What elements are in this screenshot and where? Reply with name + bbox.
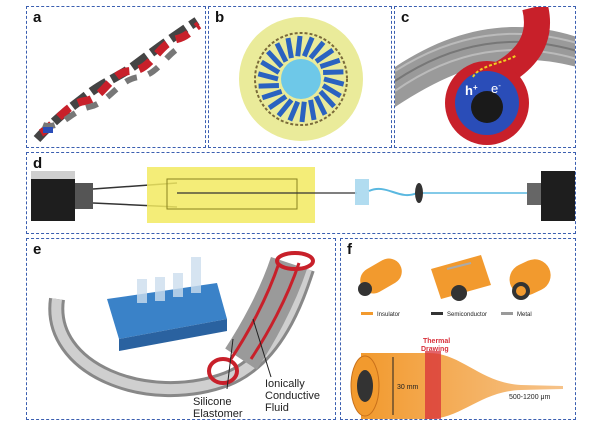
radial-segment — [285, 37, 294, 59]
radial-segment — [276, 98, 294, 118]
silicone-label-line1: Silicone — [193, 396, 232, 408]
radial-segment — [322, 69, 344, 76]
panel-label-d: d — [33, 155, 43, 172]
silicone-label-line2: Elastomer — [193, 408, 243, 420]
panel-e: e Silicone Elastomer Ionically Conductiv… — [26, 238, 336, 420]
radial-segment — [314, 48, 335, 64]
panel-label-f: f — [347, 241, 352, 258]
preform-taper — [361, 353, 563, 419]
stretchable-fiber-diagram: Silicone Elastomer Ionically Conductive … — [48, 251, 320, 420]
radial-segment — [260, 59, 281, 75]
panel-d: d — [26, 152, 576, 234]
electron-label: e- — [491, 81, 501, 96]
thermal-drawing-diagram: Insulator Semiconductor Metal Thermal Dr… — [350, 255, 563, 419]
fluid-label-line3: Fluid — [265, 402, 289, 414]
radial-segment — [257, 71, 279, 82]
fluid-label-line1: Ionically — [265, 378, 305, 390]
radial-segment — [323, 76, 345, 87]
radial-segment — [274, 42, 289, 63]
legend-insulator: Insulator — [377, 312, 400, 318]
radial-segment — [287, 100, 301, 122]
radial-segment — [321, 83, 342, 99]
radial-segment — [261, 89, 283, 101]
thermal-label: Thermal — [423, 338, 450, 345]
radial-segment — [258, 82, 280, 89]
fiber-structure-1 — [358, 258, 402, 296]
panel-f: f Insulator Semiconductor Metal — [340, 238, 576, 420]
panel-a: a — [26, 6, 206, 148]
fiber-size-label: 500-1200 μm — [509, 394, 551, 401]
fiber-junction-diagram: h+ e- — [395, 7, 575, 145]
panel-label-b: b — [215, 9, 225, 26]
fiber-structure-2 — [431, 255, 491, 301]
material-legend: Insulator Semiconductor Metal — [361, 312, 532, 318]
radial-segment — [295, 35, 303, 57]
legend-metal: Metal — [517, 312, 532, 318]
radial-segment — [299, 101, 307, 123]
legend-semiconductor: Semiconductor — [447, 312, 487, 318]
panel-label-e: e — [33, 241, 42, 258]
fiber-structure-3 — [509, 259, 551, 300]
hole-label: h+ — [465, 83, 478, 98]
panel-label-c: c — [401, 9, 410, 26]
radial-segment — [313, 95, 328, 116]
heating-zone — [425, 351, 441, 419]
panel-b: b — [208, 6, 392, 148]
preform-size-label: 30 mm — [397, 384, 419, 391]
twisted-fiber-diagram — [33, 17, 202, 143]
drawing-setup-diagram — [31, 167, 575, 223]
radial-segment — [266, 49, 284, 69]
fluid-label-line2: Conductive — [265, 390, 320, 402]
radial-segment — [267, 94, 288, 110]
fiber-cross-section — [239, 17, 363, 141]
radial-segment — [301, 36, 315, 58]
radial-segment — [318, 89, 336, 109]
radial-segment — [319, 57, 341, 69]
drawing-label: Drawing — [421, 346, 449, 353]
radial-segment — [308, 99, 317, 121]
panel-c: c h+ e- — [394, 6, 576, 148]
radial-segment — [308, 40, 326, 60]
panel-label-a: a — [33, 9, 42, 26]
